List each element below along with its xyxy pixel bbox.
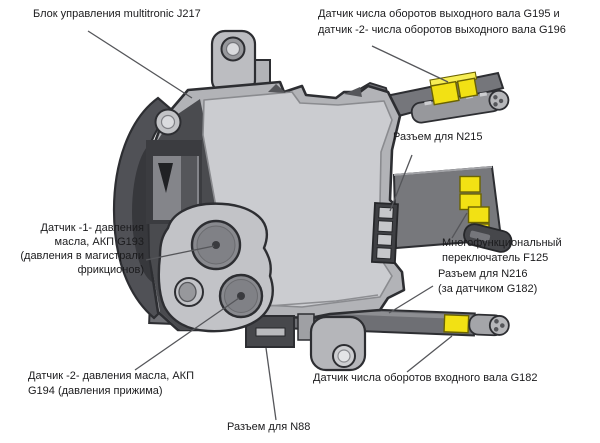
label-line: (давления в магистрали xyxy=(20,250,144,262)
label-n215: Разъем для N215 xyxy=(393,130,483,145)
leader-g182 xyxy=(406,335,453,373)
label-n216: Разъем для N216 (за датчиком G182) xyxy=(438,267,537,297)
label-g194: Датчик -2- давления масла, АКП G194 (дав… xyxy=(28,369,194,399)
connector-strip-n215 xyxy=(370,202,399,265)
label-line: Датчик -2- давления масла, АКП xyxy=(28,370,194,382)
label-line: Датчик числа оборотов входного вала G182 xyxy=(313,372,538,384)
f125-barrel xyxy=(463,223,513,253)
label-line: Разъем для N215 xyxy=(393,131,483,143)
label-line: фрикционов) xyxy=(77,264,144,276)
bracket-foot xyxy=(297,313,367,372)
label-line: Многофункциональный xyxy=(442,237,562,249)
label-line: масла, АКП G193 xyxy=(54,236,144,248)
label-line: (за датчиком G182) xyxy=(438,283,538,295)
mounting-lug xyxy=(210,29,257,95)
leader-g195-g196 xyxy=(371,45,449,83)
label-line: G194 (давления прижима) xyxy=(28,385,163,397)
leader-n215 xyxy=(389,154,413,212)
multifunction-switch-f125 xyxy=(392,165,513,253)
label-line: Блок управления multitronic J217 xyxy=(33,8,201,20)
label-line: переключатель F125 xyxy=(442,252,549,264)
pressure-sensor-boss xyxy=(157,202,274,333)
label-g195-g196: Датчик числа оборотов выходного вала G19… xyxy=(318,6,566,38)
output-shaft-assembly xyxy=(384,71,510,124)
label-line: Датчик -1- давления xyxy=(40,222,144,234)
label-g182: Датчик числа оборотов входного вала G182 xyxy=(313,371,538,386)
oil-pressure-sensor-g193 xyxy=(190,219,242,271)
cutaway-needle xyxy=(158,163,173,193)
boss-hole xyxy=(174,277,204,307)
leader-lines xyxy=(87,30,468,421)
label-line: датчик -2- числа оборотов выходного вала… xyxy=(318,24,566,36)
input-speed-sensor-g182 xyxy=(443,314,470,334)
housing-screw xyxy=(154,108,182,136)
leader-j217 xyxy=(87,30,193,99)
leader-n88 xyxy=(265,347,277,421)
label-f125: Многофункциональный переключатель F125 xyxy=(442,236,562,266)
leader-f125 xyxy=(451,212,468,239)
leader-n216 xyxy=(388,285,434,314)
label-g193: Датчик -1- давления масла, АКП G193 (дав… xyxy=(4,221,144,277)
output-speed-sensors-g195-g196 xyxy=(429,71,479,106)
leader-g193 xyxy=(145,245,215,261)
label-line: Разъем для N88 xyxy=(227,421,311,433)
label-j217: Блок управления multitronic J217 xyxy=(33,7,201,22)
label-n88: Разъем для N88 xyxy=(227,420,310,435)
oil-pressure-sensor-g194 xyxy=(218,273,264,319)
label-line: Датчик числа оборотов выходного вала G19… xyxy=(318,8,560,20)
output-shaft xyxy=(410,89,510,124)
label-line: Разъем для N216 xyxy=(438,268,528,280)
leader-g194 xyxy=(134,297,240,371)
